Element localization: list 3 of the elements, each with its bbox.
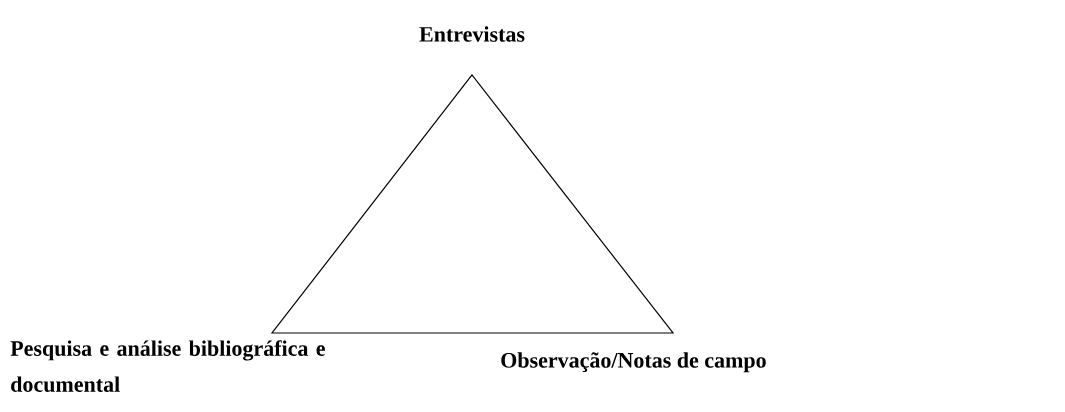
label-text: Observação/Notas de campo — [501, 352, 766, 373]
label-text: Pesquisa e análise bibliográfica e documental — [10, 340, 325, 392]
label-text: Entrevistas — [419, 26, 525, 42]
